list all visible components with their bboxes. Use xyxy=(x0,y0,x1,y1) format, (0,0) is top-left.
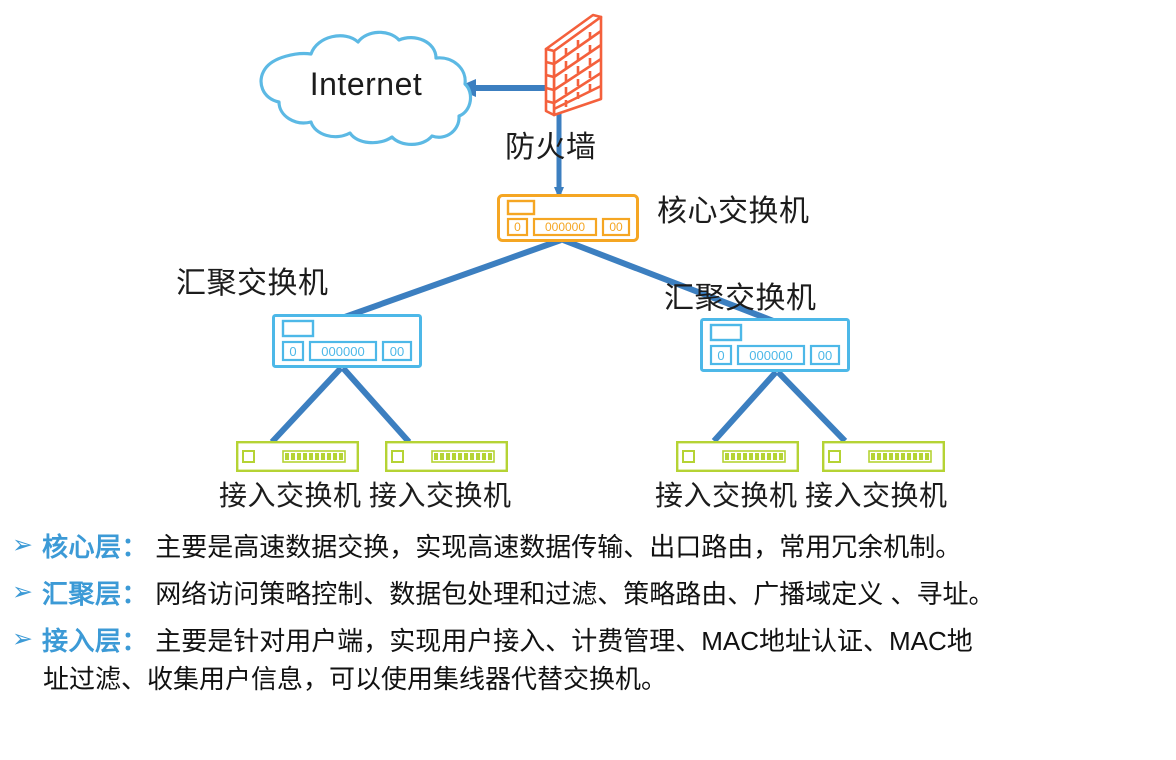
distribution-switch-left-icon: 0 000000 00 xyxy=(272,314,422,368)
access-switch-3-icon xyxy=(676,441,799,472)
layer-description-access: 主要是针对用户端，实现用户接入、计费管理、MAC地址认证、MAC地 xyxy=(155,626,973,656)
svg-text:0: 0 xyxy=(514,220,521,234)
arrow-bullet-icon: ➢ xyxy=(12,530,33,559)
layer-description-access-line2: 址过滤、收集用户信息，可以使用集线器代替交换机。 xyxy=(43,664,668,694)
network-topology-diagram: Internet xyxy=(176,13,948,511)
layer-description-list: ➢ 核心层： 主要是高速数据交换，实现高速数据传输、出口路由，常用冗余机制。 ➢… xyxy=(0,528,1176,707)
internet-cloud-icon xyxy=(259,30,473,146)
layer-description-core: 主要是高速数据交换，实现高速数据传输、出口路由，常用冗余机制。 xyxy=(155,532,962,562)
distribution-switch-right-label: 汇聚交换机 xyxy=(664,282,817,315)
arrow-bullet-icon: ➢ xyxy=(12,624,33,653)
svg-text:0: 0 xyxy=(717,348,724,363)
access-switch-2-label: 接入交换机 xyxy=(369,480,512,511)
distribution-switch-right-icon: 0 000000 00 xyxy=(700,318,850,372)
svg-text:000000: 000000 xyxy=(545,220,585,234)
access-switch-1-icon xyxy=(236,441,359,472)
list-item: ➢ 接入层： 主要是针对用户端，实现用户接入、计费管理、MAC地址认证、MAC地… xyxy=(0,622,1176,698)
layer-name-distribution: 汇聚层： xyxy=(42,579,149,609)
firewall-brick-wall-icon xyxy=(544,13,603,117)
svg-text:00: 00 xyxy=(818,348,832,363)
svg-text:00: 00 xyxy=(609,220,623,234)
core-switch-label: 核心交换机 xyxy=(657,195,810,228)
svg-text:0: 0 xyxy=(289,344,296,359)
access-switch-2-icon xyxy=(385,441,508,472)
list-item: ➢ 核心层： 主要是高速数据交换，实现高速数据传输、出口路由，常用冗余机制。 xyxy=(0,528,1176,566)
access-switch-1-label: 接入交换机 xyxy=(219,480,362,511)
layer-description-distribution: 网络访问策略控制、数据包处理和过滤、策略路由、广播域定义 、寻址。 xyxy=(155,579,995,609)
access-switch-4-icon xyxy=(822,441,945,472)
list-item: ➢ 汇聚层： 网络访问策略控制、数据包处理和过滤、策略路由、广播域定义 、寻址。 xyxy=(0,575,1176,613)
internet-cloud-label: Internet xyxy=(309,66,423,102)
svg-text:000000: 000000 xyxy=(749,348,792,363)
access-switch-3-label: 接入交换机 xyxy=(655,480,798,511)
access-switch-4-label: 接入交换机 xyxy=(805,480,948,511)
core-switch-icon: 0 000000 00 xyxy=(497,194,639,242)
distribution-switch-left-label: 汇聚交换机 xyxy=(176,267,329,300)
layer-name-core: 核心层： xyxy=(42,532,149,562)
firewall-label: 防火墙 xyxy=(505,131,597,164)
arrow-bullet-icon: ➢ xyxy=(12,577,33,606)
svg-text:00: 00 xyxy=(390,344,404,359)
layer-name-access: 接入层： xyxy=(42,626,149,656)
svg-text:000000: 000000 xyxy=(321,344,364,359)
